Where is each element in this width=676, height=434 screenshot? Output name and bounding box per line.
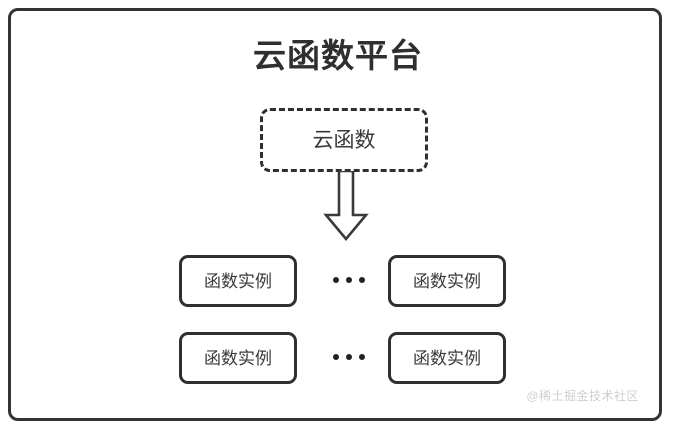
page-title: 云函数平台 [253,37,423,74]
ellipsis-dot [333,354,339,360]
ellipsis-icon [325,277,373,283]
ellipsis-dot [346,277,352,283]
ellipsis-dot [333,277,339,283]
cloud-function-node: 云函数 [260,108,428,172]
cloud-function-platform-frame: 云函数平台 云函数 函数实例 函数实例 [8,8,662,421]
function-instance-grid: 函数实例 函数实例 函数实例 [11,255,665,409]
watermark-text: @稀土掘金技术社区 [526,389,639,403]
down-block-arrow-icon [318,169,374,243]
function-instance-box: 函数实例 [179,332,297,384]
function-instance-box: 函数实例 [388,255,506,307]
ellipsis-dot [346,354,352,360]
instance-row: 函数实例 函数实例 [11,332,665,409]
function-instance-label: 函数实例 [204,348,272,368]
function-instance-label: 函数实例 [204,271,272,291]
ellipsis-dot [359,277,365,283]
function-instance-box: 函数实例 [179,255,297,307]
function-instance-label: 函数实例 [413,271,481,291]
function-instance-box: 函数实例 [388,332,506,384]
ellipsis-dot [359,354,365,360]
function-instance-label: 函数实例 [413,348,481,368]
ellipsis-icon [325,354,373,360]
cloud-function-label: 云函数 [312,128,376,152]
instance-row: 函数实例 函数实例 [11,255,665,332]
